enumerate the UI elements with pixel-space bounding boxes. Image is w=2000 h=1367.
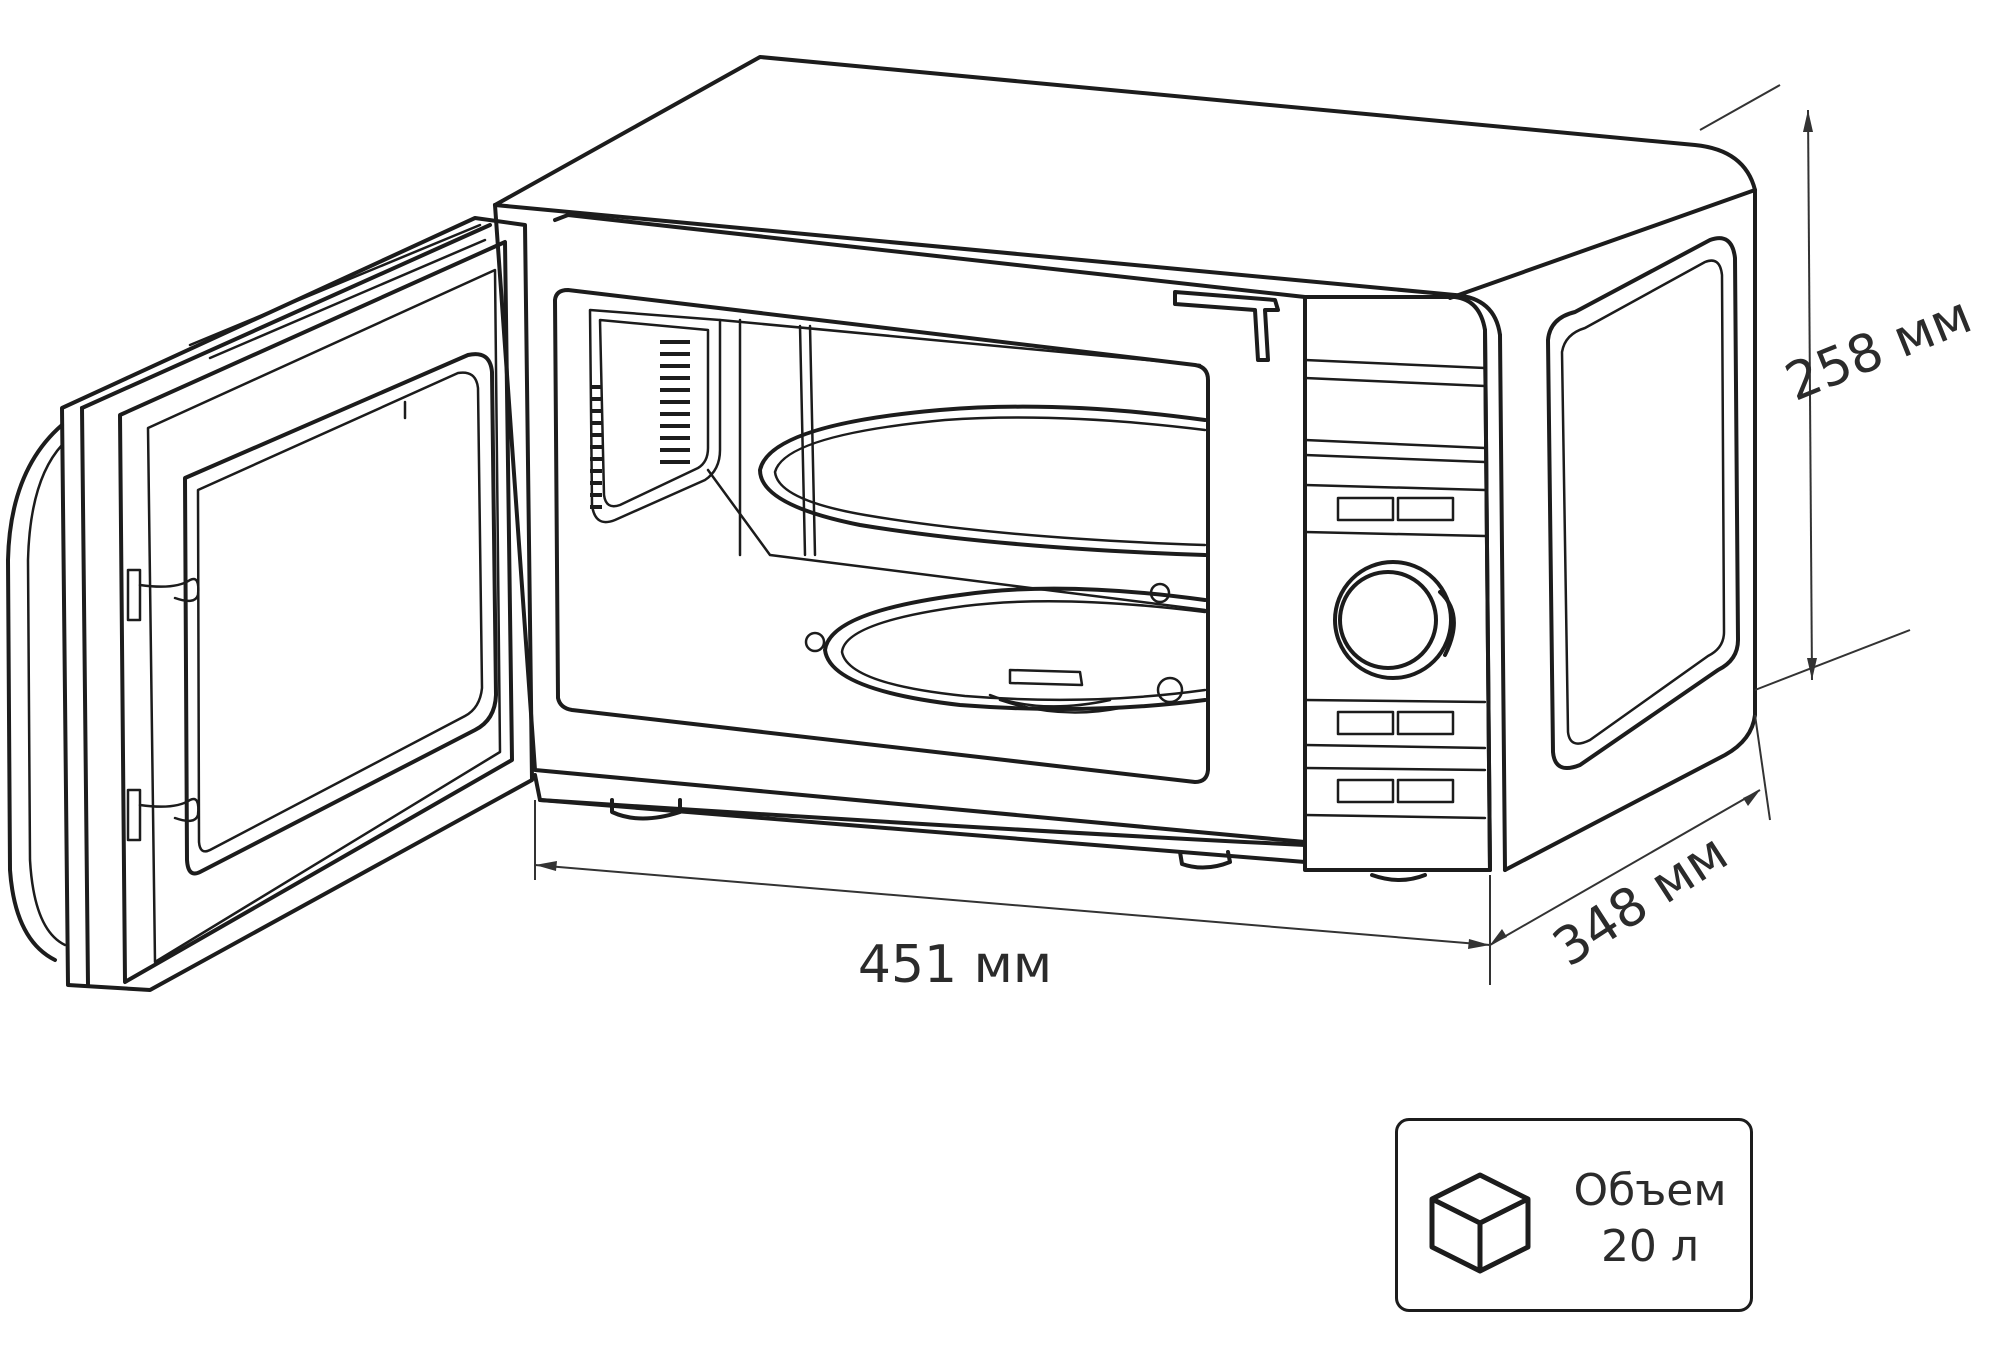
microwave-cavity [493, 203, 1307, 844]
control-panel [1303, 295, 1492, 872]
vent-holes-icon [590, 340, 690, 509]
cube-icon [1429, 1172, 1531, 1274]
volume-label: Объем [1573, 1165, 1727, 1216]
panel-buttons-icon [1336, 496, 1455, 804]
width-label: 451 мм [858, 935, 1052, 995]
depth-label: 348 мм [1543, 823, 1739, 979]
microwave-door [6, 216, 534, 992]
dimension-lines [534, 84, 1911, 985]
microwave-body [493, 55, 1757, 882]
volume-value: 20 л [1600, 1221, 1700, 1272]
volume-text: Объем 20 л [1560, 1163, 1740, 1275]
height-label: 258 мм [1777, 285, 1980, 413]
control-knob-icon [1333, 560, 1456, 680]
volume-info-box: Объем 20 л [1395, 1118, 1753, 1312]
